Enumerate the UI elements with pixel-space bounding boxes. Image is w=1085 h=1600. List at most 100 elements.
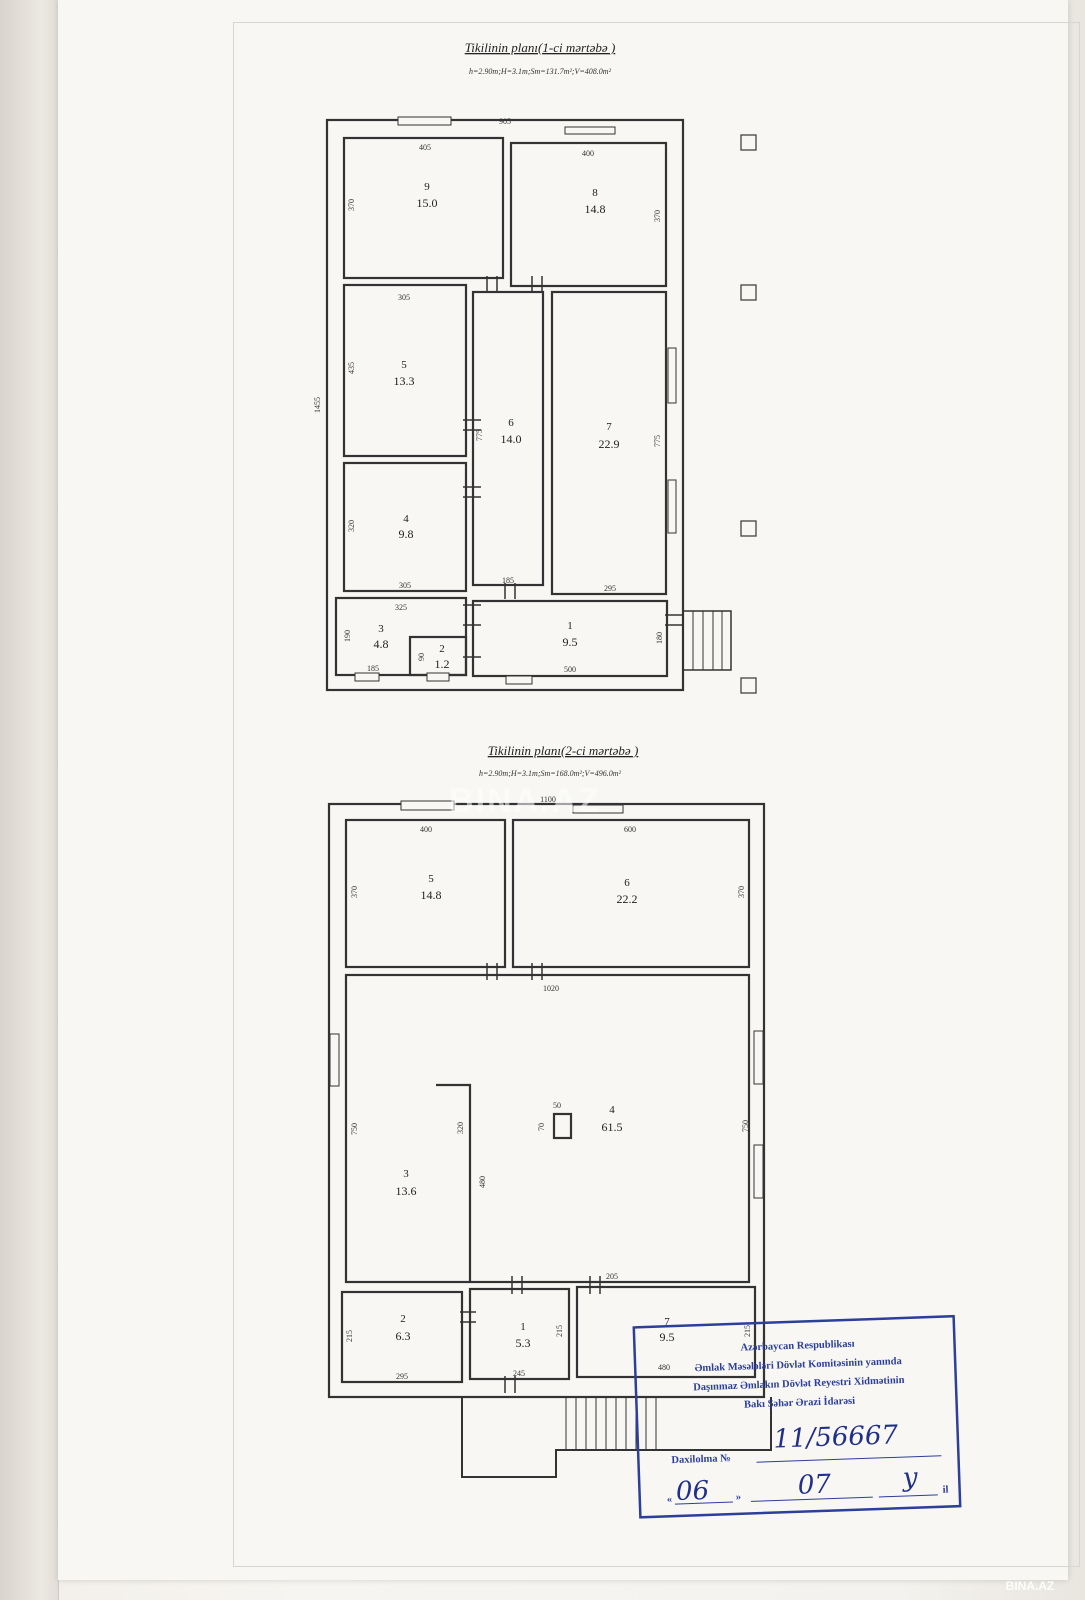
room-7-f2-outline [575,1285,757,1379]
room-7-f2-number: 7 [664,1316,670,1328]
floor-1-outer-wall [325,118,685,692]
dim-label: 215 [555,1325,564,1337]
window-bottom-right [505,675,533,685]
room-4-f2-outline [344,973,751,1284]
floor-2-door-marks [460,963,601,1393]
floor-2-subtitle: h=2.90m;H=3.1m;Sm=168.0m²;V=496.0m² [479,769,622,778]
dim-label: 320 [456,1122,465,1134]
stamp-month-line [750,1496,873,1502]
dim-label: 370 [350,886,359,898]
dim-label: 370 [653,210,662,222]
margin-checkboxes [740,134,757,694]
stamp-border [632,1314,962,1519]
room-9-area: 15.0 [417,196,438,210]
dim-label: 245 [513,1369,525,1378]
room-6-f2-outline [511,818,751,969]
dim-label: 325 [395,603,407,612]
window-room-7-upper [667,347,677,404]
floor-1-entrance-stairs [682,610,732,671]
room-2-f2-number: 2 [400,1313,406,1325]
dim-label: 1020 [543,984,559,993]
dim-label: 750 [741,1120,750,1132]
dim-label: 295 [604,584,616,593]
window-top-left [397,116,452,126]
room-3-f2-area: 13.6 [396,1184,417,1198]
room-7-outline [550,290,668,596]
room-5-outline [342,283,468,458]
window-f2-top-right [572,804,624,814]
stamp-date-quote-close: » [736,1492,742,1503]
dim-label: 435 [347,362,356,374]
window-room-7-lower [667,479,677,534]
window-f2-right-lower [753,1144,764,1199]
dim-label: 400 [420,825,432,834]
dim-label: 370 [347,199,356,211]
stamp-year-suffix: il [942,1485,948,1496]
dim-label: 295 [396,1372,408,1381]
room-5-f2-number: 5 [428,873,434,885]
stamp-year-line [878,1494,938,1498]
checkbox-3 [740,520,757,537]
room-4-area: 9.8 [399,527,414,541]
room-1-outline [471,599,669,678]
window-bottom-left [354,672,380,682]
window-bottom-mid [426,672,450,682]
watermark-corner: BINA.AZ [1006,1579,1055,1593]
room-4-outline [342,461,468,593]
floor-1-plan: Tikilinin planı(1-ci mərtəbə ) h=2.90m;H… [313,40,732,692]
room-6-f2-number: 6 [624,877,630,889]
dim-label: 205 [606,1272,618,1281]
stamp-registration-number: 11/56667 [773,1420,899,1454]
room-8-area: 14.8 [585,202,606,216]
dim-label: 185 [502,576,514,585]
floor-2-balcony-stairs [461,1397,772,1478]
room-2-f2-outline [340,1290,464,1384]
dim-label: 320 [347,520,356,532]
stamp-day: 06 [675,1476,709,1507]
floor-2-outer-wall [327,802,766,1399]
room-1-area: 9.5 [563,635,578,649]
page-frame [233,22,1080,1567]
room-8-outline [509,141,668,288]
stamp-date-quote: « [667,1494,673,1505]
room-9-outline [342,136,505,280]
stamp-registration-label: Daxilolma № [671,1453,731,1466]
room-9-number: 9 [424,181,430,193]
floor-2-title: Tikilinin planı(2-ci mərtəbə ) [488,743,639,758]
dim-label: 400 [582,149,594,158]
window-f2-top-left [400,800,455,811]
room-1-f2-number: 1 [520,1321,526,1333]
room-6-area: 14.0 [501,432,522,446]
room-7-area: 22.9 [599,437,620,451]
floor-1-subtitle: h=2.90m;H=3.1m;Sm=131.7m²;V=408.0m² [469,67,612,76]
dim-label: 600 [624,825,636,834]
registry-stamp: Azərbaycan Respublikası Əmlak Məsələləri… [632,1314,962,1519]
stamp-day-line [674,1501,733,1505]
watermark-center: BINA.AZ [449,782,601,820]
floor-1-door-marks [463,276,683,658]
room-2-area: 1.2 [435,657,450,671]
stamp-registration-line [756,1455,942,1463]
chimney-block [552,1112,573,1140]
room-5-f2-area: 14.8 [421,888,442,902]
dim-label: 905 [499,117,511,126]
checkbox-1 [740,134,757,151]
dim-label: 750 [350,1123,359,1135]
room-5-area: 13.3 [394,374,415,388]
room-3-area: 4.8 [374,637,389,651]
room-3-f2-number: 3 [403,1168,409,1180]
room-1-f2-area: 5.3 [516,1336,531,1350]
dim-label: 305 [398,293,410,302]
dim-label: 90 [417,653,426,661]
room-8-number: 8 [592,187,598,199]
room-4-f2-area: 61.5 [602,1120,623,1134]
window-f2-left [329,1033,340,1087]
dim-label: 480 [658,1363,670,1372]
room-2-f2-area: 6.3 [396,1329,411,1343]
stamp-line-2: Əmlak Məsələləri Dövlət Komitəsinin yanı… [694,1356,902,1374]
dim-label: 180 [655,632,664,644]
stamp-year: y [901,1463,918,1494]
room-7-f2-area: 9.5 [660,1330,675,1344]
room-4-f2-number: 4 [609,1104,615,1116]
